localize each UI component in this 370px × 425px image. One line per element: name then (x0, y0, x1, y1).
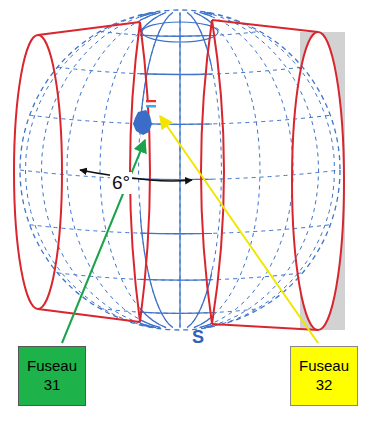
leader-line (160, 116, 318, 343)
projection-cylinders (14, 20, 344, 330)
angle-dimension: 6° (110, 172, 132, 194)
callout-box: Fuseau 32 (290, 346, 358, 406)
graticule-line (200, 12, 293, 327)
graticule-line (140, 273, 212, 280)
graticule-line (140, 309, 212, 314)
callout-box: Fuseau 31 (18, 346, 86, 406)
flag-stripe (146, 103, 156, 106)
graticule-line (204, 12, 319, 327)
leader-line (62, 140, 145, 343)
visible-zone (140, 12, 212, 327)
graticule-line (67, 12, 160, 327)
zone-label: Fuseau 32 (297, 357, 351, 395)
flag-stripe (146, 100, 156, 103)
zone-label: Fuseau 31 (25, 357, 79, 395)
dimension-arrow (150, 180, 192, 181)
graticule-line (207, 12, 335, 327)
graticule-line (140, 31, 212, 36)
south-pole-label: S (190, 327, 206, 348)
graticule-line (140, 225, 212, 234)
country-shape (133, 110, 152, 135)
flag-stripe (146, 105, 156, 108)
graticule-line (25, 12, 153, 327)
cylinder-opening (292, 32, 344, 330)
graticule-line (140, 67, 212, 74)
polar-cap (142, 22, 218, 42)
